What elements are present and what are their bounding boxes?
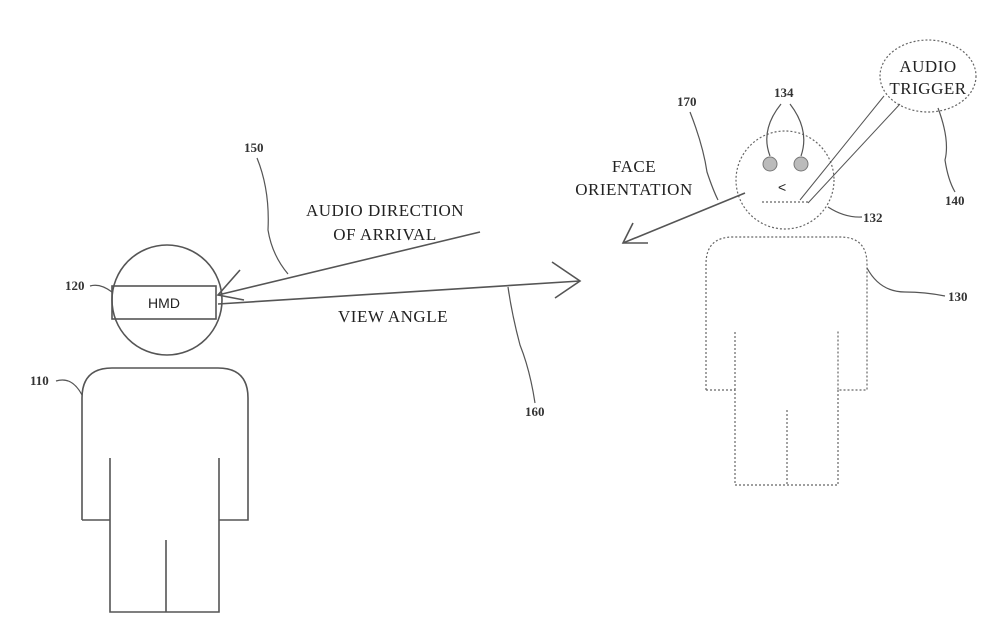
audio-trigger-line1: AUDIO [899,57,956,76]
ref-140: 140 [937,107,965,208]
person-130-body [705,236,868,486]
svg-text:120: 120 [65,278,85,293]
person-130-nose: < [778,179,786,195]
user-110-body [81,367,249,613]
svg-text:140: 140 [945,193,965,208]
svg-text:130: 130 [948,289,968,304]
view-angle-arrow [217,261,582,305]
ref-150: 150 [244,140,289,275]
audio-direction-label-line2: OF ARRIVAL [333,225,436,244]
ref-132: 132 [827,206,883,225]
svg-text:150: 150 [244,140,264,155]
face-orientation-label-line2: ORIENTATION [575,180,692,199]
svg-text:110: 110 [30,373,49,388]
face-orientation-label-line1: FACE [612,157,656,176]
ref-110: 110 [30,373,83,396]
audio-direction-label-line1: AUDIO DIRECTION [306,201,464,220]
audio-direction-arrow [216,231,481,301]
face-orientation-arrow [621,192,746,244]
svg-text:132: 132 [863,210,883,225]
svg-text:160: 160 [525,404,545,419]
ref-120: 120 [65,278,113,293]
hmd-120: HMD [111,285,217,320]
ref-134: 134 [766,85,805,157]
ref-130: 130 [866,267,968,304]
person-130-right-eye [793,156,809,172]
view-angle-label: VIEW ANGLE [338,307,448,326]
svg-text:134: 134 [774,85,794,100]
svg-text:170: 170 [677,94,697,109]
ref-160: 160 [507,286,545,419]
ref-170: 170 [677,94,719,201]
person-130-left-eye [762,156,778,172]
person-130-head [735,130,835,230]
hmd-device [111,285,217,320]
audio-trigger-bubble: AUDIO TRIGGER [799,39,977,204]
person-130: < [705,130,868,486]
audio-trigger-line2: TRIGGER [889,79,966,98]
hmd-label: HMD [148,295,180,311]
